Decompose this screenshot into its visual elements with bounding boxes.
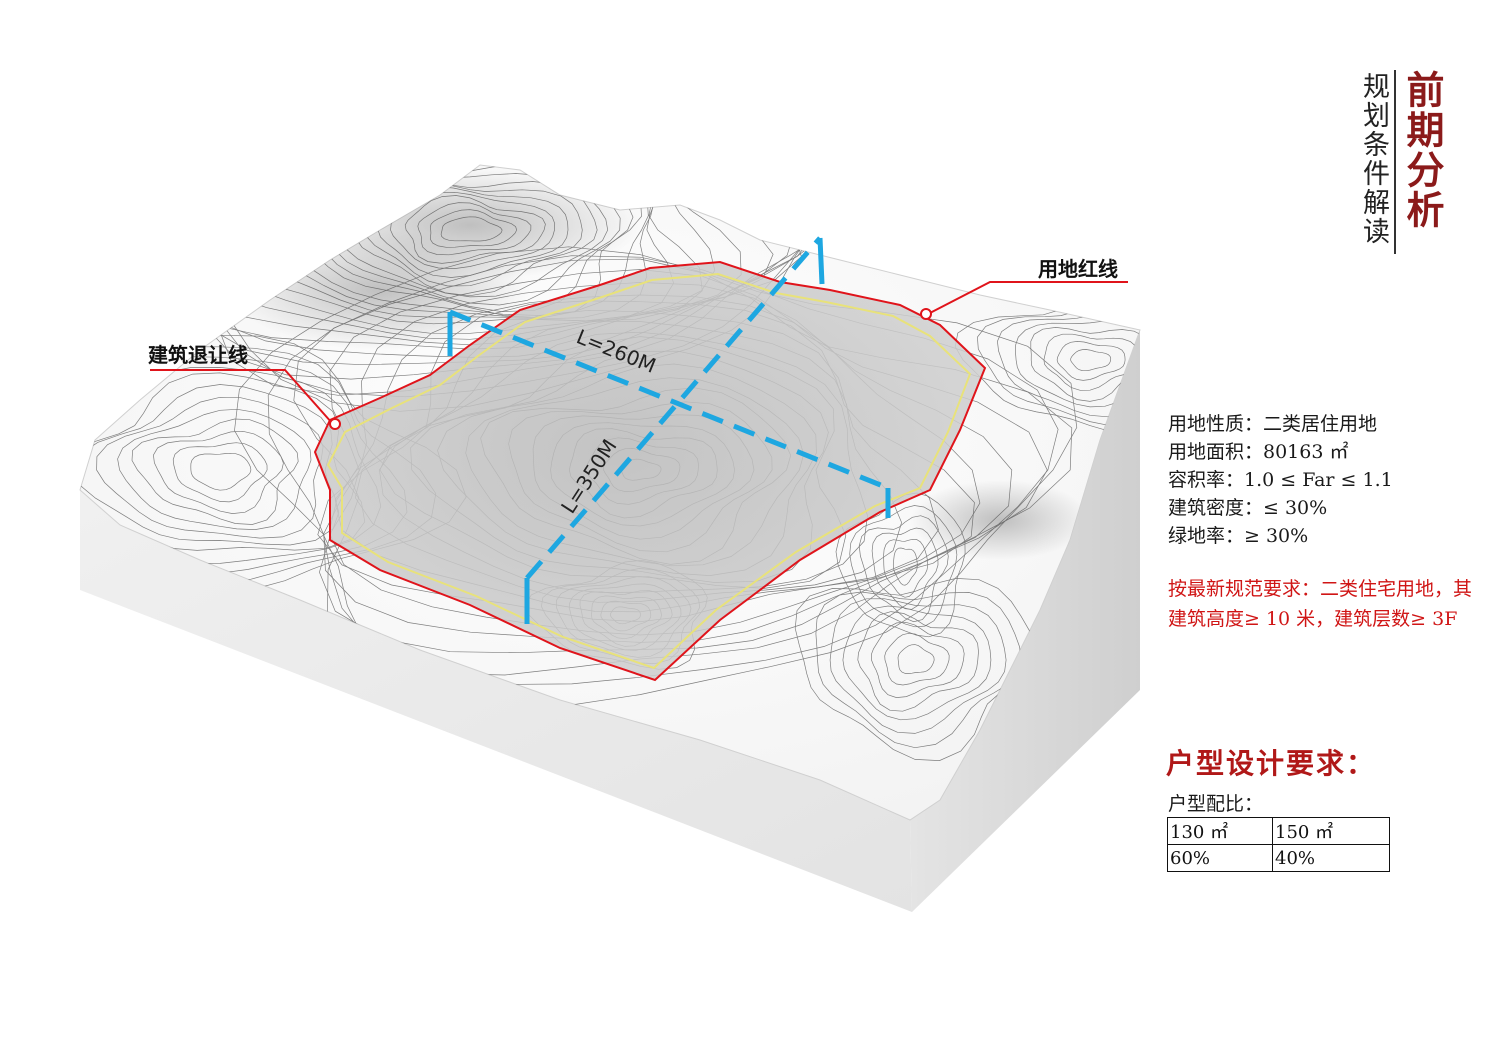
label-setback-line: 建筑退让线 [148,343,248,367]
leader-redline-dot [920,308,932,320]
contour-line [96,396,324,539]
red-line-boundary [313,260,987,682]
condition-land-use: 用地性质：二类居住用地 [1168,413,1378,435]
contour-line [1030,327,1140,402]
condition-land-area: 用地面积：80163 ㎡ [1168,441,1349,463]
condition-green-ratio: 绿地率：≥ 30% [1168,525,1309,547]
contour-line [842,605,992,721]
unit-design-title: 户型设计要求： [1166,747,1377,780]
contour-line [190,452,252,491]
contour-line [897,644,935,674]
contour-line [858,515,949,623]
model-right-face [910,330,1140,912]
table-row: 60% 40% [1167,844,1390,872]
contour-line [849,505,958,628]
contour-line [80,367,382,564]
unit-ratio-150: 40% [1272,844,1390,872]
contour-line [417,202,532,256]
contour-line [884,632,950,686]
setback-line [326,272,972,670]
contour-line [857,611,979,712]
dimension-line-260 [449,309,889,491]
contour-line [172,442,268,503]
contour-line [829,598,1007,734]
contour-line [977,300,1140,427]
unit-size-130: 130 ㎡ [1167,817,1273,845]
contour-line [871,527,939,610]
leader-redline [927,281,1128,315]
contour-line [1070,349,1112,372]
contour-line [80,384,340,546]
sub-title: 规划条件解读 [1358,72,1389,246]
contour-line [80,346,437,584]
contour-line [131,418,299,525]
contour-line [440,216,503,242]
contour-line [80,372,366,551]
contour-line [1056,341,1126,381]
contour-line [390,191,556,269]
main-title: 前期分析 [1400,70,1445,230]
contour-line [429,209,518,248]
contour-line [80,356,408,574]
unit-ratio-label: 户型配比： [1168,793,1264,815]
contour-line [80,334,467,592]
dimension-lines [449,236,889,580]
contour-line [1043,333,1140,391]
dimension-line-350 [525,236,822,580]
contour-line [794,578,1037,761]
site-area [315,262,985,680]
contour-line [153,430,284,514]
contour-line [117,408,312,530]
title-divider [1394,70,1396,254]
leader-setback-dot [329,418,341,430]
contour-line [883,538,929,598]
callout-leaders [150,281,1128,424]
unit-ratio-130: 60% [1167,844,1273,872]
contour-line [892,547,918,586]
condition-density: 建筑密度：≤ 30% [1168,497,1328,519]
unit-ratio-table: 130 ㎡ 150 ㎡ 60% 40% [1167,817,1390,872]
unit-size-150: 150 ㎡ [1272,817,1390,845]
code-requirement-note: 按最新规范要求：二类住宅用地，其建筑高度≥ 10 米，建筑层数≥ 3F [1168,578,1473,630]
contour-line [404,195,546,264]
condition-far: 容积率：1.0 ≤ Far ≤ 1.1 [1168,469,1393,491]
table-row: 130 ㎡ 150 ㎡ [1167,817,1390,845]
leader-setback [150,369,333,424]
planning-conditions: 用地性质：二类居住用地 用地面积：80163 ㎡ 容积率：1.0 ≤ Far ≤… [1168,410,1393,550]
label-red-line: 用地红线 [1038,257,1118,281]
contour-line [871,621,965,698]
contour-line [815,591,1022,749]
dimension-ticks [447,237,891,624]
contour-line [835,492,966,638]
